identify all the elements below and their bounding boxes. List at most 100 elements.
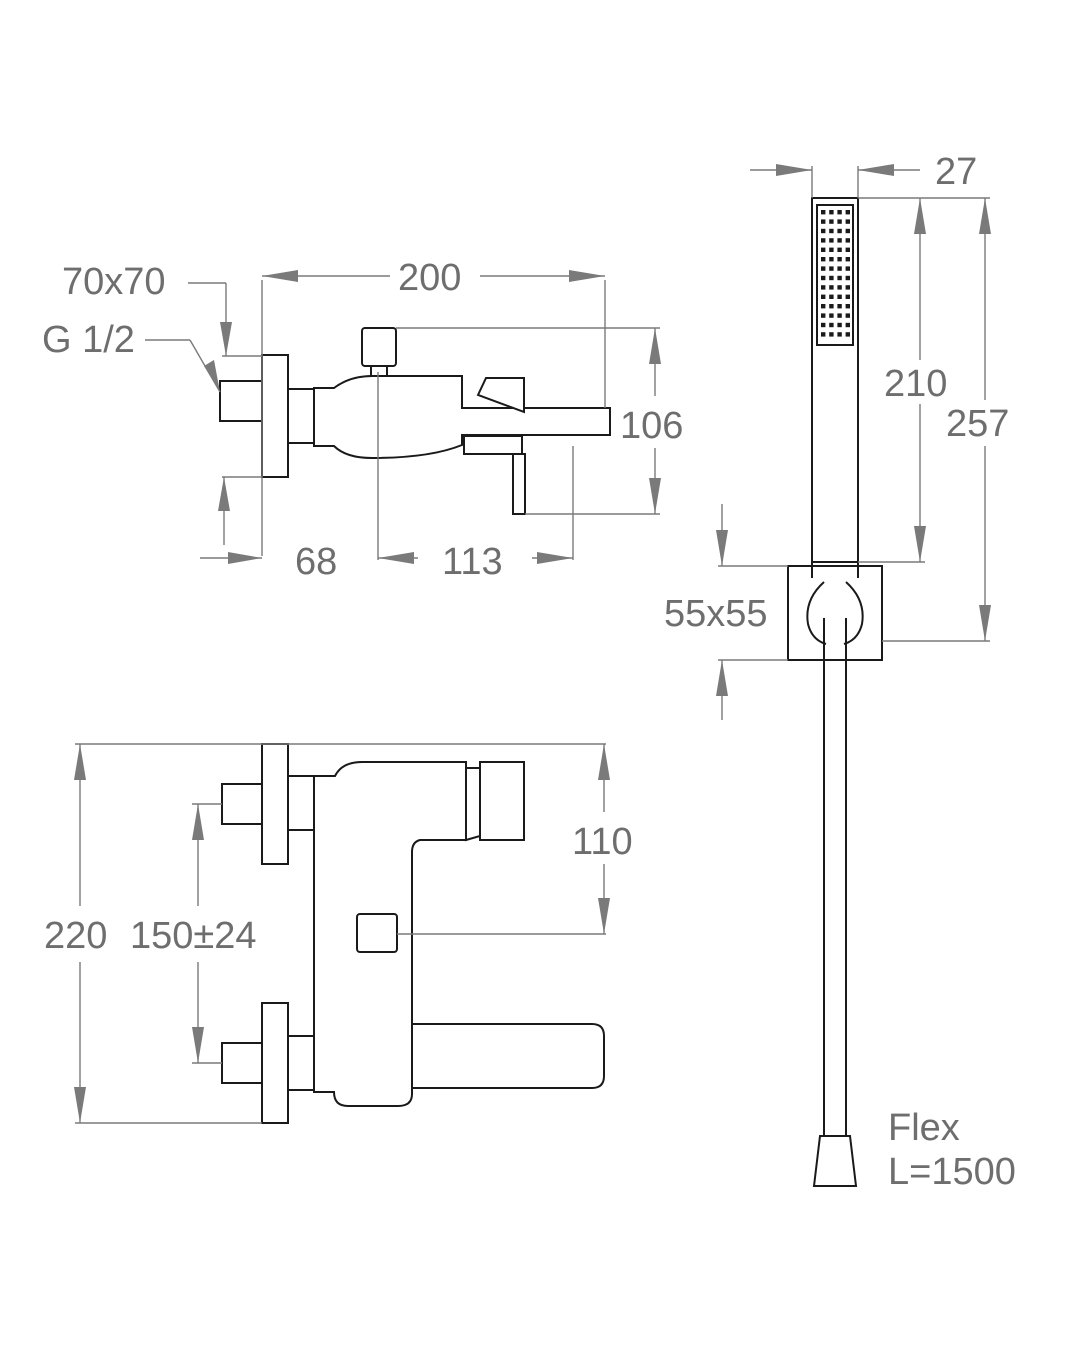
nozzle-dot bbox=[829, 332, 834, 337]
front-lower-stub bbox=[221, 1042, 263, 1084]
nozzle-dot bbox=[837, 285, 842, 290]
overall-height-label: 220 bbox=[44, 915, 107, 957]
nozzle-dot bbox=[829, 313, 834, 318]
top-view-labels: 70x70 G 1/2 200 106 68 113 bbox=[42, 257, 683, 583]
nozzle-dot bbox=[829, 210, 834, 215]
nozzle-dot bbox=[829, 238, 834, 243]
nozzle-dot bbox=[837, 247, 842, 252]
nozzle-dot bbox=[821, 257, 826, 262]
top-wall-plate bbox=[261, 354, 289, 478]
nozzle-dot bbox=[821, 266, 826, 271]
top-body bbox=[313, 375, 611, 460]
nozzle-dot bbox=[837, 228, 842, 234]
front-view-dimensions bbox=[74, 743, 610, 1124]
nozzle-dot bbox=[837, 322, 842, 328]
head-width-label: 27 bbox=[935, 151, 977, 193]
front-diverter-button bbox=[356, 913, 398, 953]
nozzle-dot bbox=[845, 257, 850, 262]
nozzle-dot bbox=[837, 304, 842, 309]
front-lower-plate bbox=[261, 1002, 289, 1124]
front-body bbox=[313, 761, 605, 1107]
front-view-labels: 220 150±24 110 bbox=[44, 821, 633, 957]
shower-nozzles bbox=[821, 210, 850, 337]
nozzle-dot bbox=[821, 238, 826, 243]
wall-offset-label: 68 bbox=[295, 541, 337, 583]
nozzle-dot bbox=[845, 210, 850, 215]
nozzle-dot bbox=[829, 247, 834, 252]
total-length-label: 257 bbox=[946, 403, 1009, 445]
nozzle-dot bbox=[845, 332, 850, 337]
top-lever-arm bbox=[512, 453, 526, 515]
holder-ring-left bbox=[806, 581, 827, 645]
spout-offset-label: 113 bbox=[442, 541, 503, 583]
height-106-label: 106 bbox=[620, 405, 683, 447]
front-upper-stub bbox=[221, 783, 263, 825]
nozzle-dot bbox=[845, 285, 850, 290]
outlet-height-label: 110 bbox=[572, 821, 633, 863]
hose-end-fitting bbox=[812, 1135, 858, 1187]
nozzle-dot bbox=[821, 285, 826, 290]
top-connector-stub bbox=[219, 380, 263, 422]
nozzle-dot bbox=[845, 238, 850, 243]
nozzle-dot bbox=[845, 294, 850, 299]
nozzle-dot bbox=[821, 228, 826, 234]
hand-shower-dimensions bbox=[716, 164, 991, 720]
nozzle-dot bbox=[829, 285, 834, 290]
nozzle-dot bbox=[845, 219, 850, 224]
front-view-mixer bbox=[221, 743, 605, 1124]
nozzle-dot bbox=[837, 219, 842, 224]
nozzle-dot bbox=[829, 275, 834, 281]
hand-shower bbox=[787, 197, 883, 1187]
nozzle-dot bbox=[821, 332, 826, 337]
hand-shower-labels: 27 210 257 55x55 Flex L=1500 bbox=[664, 151, 1016, 1193]
nozzle-dot bbox=[821, 219, 826, 224]
nozzle-dot bbox=[837, 238, 842, 243]
nozzle-dot bbox=[837, 313, 842, 318]
hose-length-label: L=1500 bbox=[888, 1151, 1016, 1193]
nozzle-dot bbox=[829, 219, 834, 224]
top-diverter-knob bbox=[361, 327, 397, 367]
nozzle-dot bbox=[837, 210, 842, 215]
front-lower-nut bbox=[287, 1035, 315, 1091]
nozzle-dot bbox=[829, 266, 834, 271]
nozzle-dot bbox=[837, 275, 842, 281]
nozzle-dot bbox=[821, 275, 826, 281]
top-lever-upper bbox=[476, 377, 525, 414]
nozzle-dot bbox=[821, 304, 826, 309]
nozzle-dot bbox=[829, 294, 834, 299]
top-view-mixer bbox=[219, 327, 611, 515]
nozzle-dot bbox=[837, 266, 842, 271]
wall-holder bbox=[787, 565, 883, 661]
nozzle-dot bbox=[821, 210, 826, 215]
nozzle-dot bbox=[845, 228, 850, 234]
shower-face bbox=[816, 204, 854, 346]
nozzle-dot bbox=[829, 228, 834, 234]
nozzle-dot bbox=[845, 313, 850, 318]
top-nut bbox=[287, 388, 315, 444]
front-upper-nut bbox=[287, 775, 315, 831]
front-lever-handle bbox=[479, 761, 525, 841]
top-diverter-stem bbox=[370, 365, 388, 377]
nozzle-dot bbox=[821, 313, 826, 318]
nozzle-dot bbox=[845, 304, 850, 309]
nozzle-dot bbox=[829, 304, 834, 309]
nozzle-dot bbox=[845, 247, 850, 252]
nozzle-dot bbox=[821, 294, 826, 299]
plate-size-label: 70x70 bbox=[62, 261, 166, 303]
head-length-label: 210 bbox=[884, 363, 947, 405]
top-view-dimensions bbox=[145, 270, 661, 564]
nozzle-dot bbox=[837, 332, 842, 337]
thread-label: G 1/2 bbox=[42, 319, 135, 361]
nozzle-dot bbox=[837, 294, 842, 299]
nozzle-dot bbox=[829, 322, 834, 328]
inlet-centers-label: 150±24 bbox=[130, 915, 257, 957]
nozzle-dot bbox=[837, 257, 842, 262]
hose-type-label: Flex bbox=[888, 1107, 960, 1149]
overall-length-label: 200 bbox=[398, 257, 461, 299]
nozzle-dot bbox=[821, 247, 826, 252]
nozzle-dot bbox=[821, 322, 826, 328]
nozzle-dot bbox=[845, 322, 850, 328]
nozzle-dot bbox=[845, 275, 850, 281]
holder-size-label: 55x55 bbox=[664, 593, 768, 635]
